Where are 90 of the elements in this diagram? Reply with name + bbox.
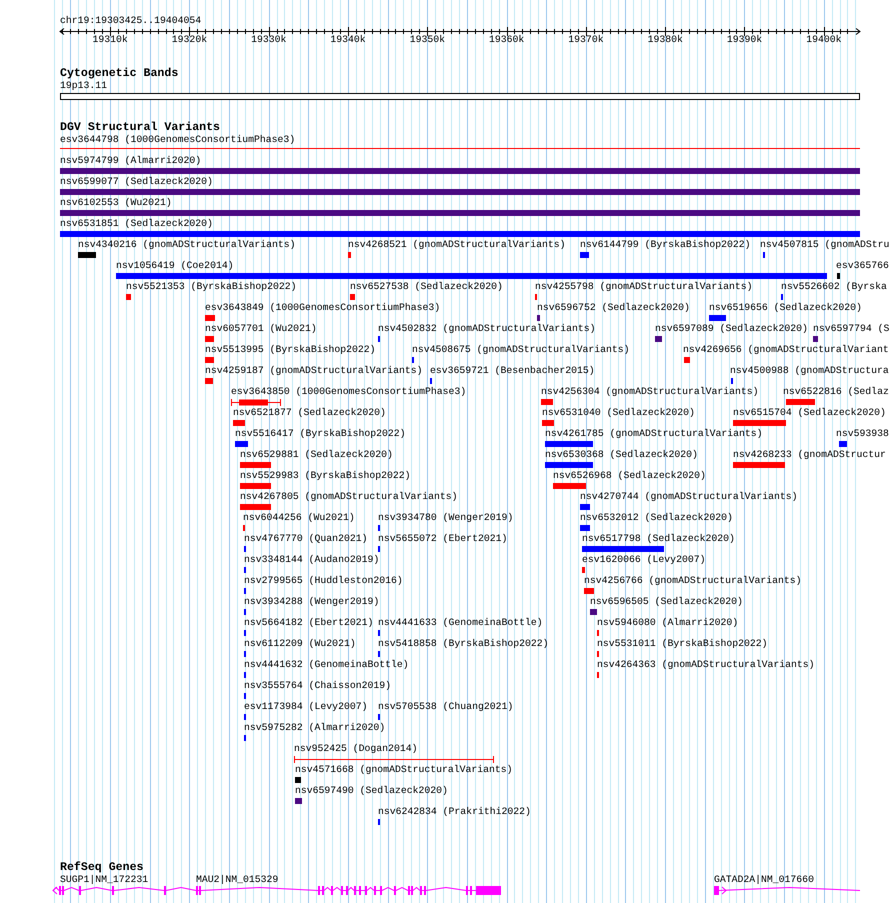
variant-label: nsv4502832 (gnomADStructuralVariants) [378,323,596,335]
tick-label: 19360k [489,34,524,46]
variant-label: esv3643849 (1000GenomesConsortiumPhase3) [205,302,440,314]
variant-label: nsv5516417 (ByrskaBishop2022) [235,428,406,440]
variant-label: nsv4256304 (gnomADStructuralVariants) [541,386,759,398]
variant-label: nsv6529881 (Sedlazeck2020) [240,449,393,461]
variant-label: nsv5974799 (Almarri2020) [60,155,202,167]
variant-label: nsv6531851 (Sedlazeck2020) [60,218,213,230]
tick-label: 19400k [806,34,842,46]
variant-label: nsv5418858 (ByrskaBishop2022) [378,638,548,650]
variant-label: nsv6531040 (Sedlazeck2020) [542,407,695,419]
variant-label: nsv5975282 (Almarri2020) [244,722,386,734]
variant-label: nsv4268233 (gnomADStructur [733,449,886,461]
track-title: Cytogenetic Bands [60,68,178,80]
track-title: RefSeq Genes [60,862,144,874]
variant-label: nsv5529983 (ByrskaBishop2022) [240,470,410,482]
tick-label: 19310k [92,34,128,46]
variant-label: nsv6530368 (Sedlazeck2020) [545,449,698,461]
variant-label: esv3644798 (1000GenomesConsortiumPhase3) [60,134,296,146]
variant-label: nsv6112209 (Wu2021) [244,638,356,650]
variant-label: nsv6527538 (Sedlazeck2020) [350,281,503,293]
variant-label: nsv6596752 (Sedlazeck2020) [537,302,690,314]
variant-label: nsv3555764 (Chaisson2019) [244,680,391,692]
tick-label: 19320k [172,34,208,46]
variant-label: nsv6057701 (Wu2021) [205,323,317,335]
variant-label: nsv5521353 (ByrskaBishop2022) [126,281,296,293]
variant-label: nsv6596505 (Sedlazeck2020) [590,596,743,608]
variant-label: esv1620066 (Levy2007) [582,554,706,566]
variant-label: nsv3934780 (Wenger2019) [378,512,514,524]
variant-label: nsv5526602 (Byrska [781,281,887,293]
variant-label: nsv4270744 (gnomADStructuralVariants) [580,491,798,503]
variant-label: nsv1056419 (Coe2014) [116,260,234,272]
tick-label: 19380k [648,34,683,46]
variant-label: nsv952425 (Dogan2014) [294,743,418,755]
variant-label: nsv6102553 (Wu2021) [60,197,172,209]
variant-label: nsv4441632 (GenomeinaBottle) [244,659,409,671]
variant-label: nsv5513995 (ByrskaBishop2022) [205,344,376,356]
variant-label: nsv3348144 (Audano2019) [244,554,380,566]
variant-label: nsv3934288 (Wenger2019) [244,596,380,608]
variant-label: nsv6044256 (Wu2021) [243,512,355,524]
variant-label: nsv4259187 (gnomADStructuralVariants) [205,365,423,377]
variant-label: nsv4267805 (gnomADStructuralVariants) [240,491,458,503]
tick-label: 19390k [726,34,762,46]
variant-label: esv3643850 (1000GenomesConsortiumPhase3) [231,386,466,398]
variant-label: nsv6597794 (S [813,323,890,335]
position-label: chr19:19303425..19404054 [60,15,202,27]
tick-label: 19370k [568,34,604,46]
variant-label: esv365766 [836,260,889,272]
variant-label: nsv4269656 (gnomADStructuralVariant [683,344,889,356]
variant-label: nsv6599077 (Sedlazeck2020) [60,176,213,188]
variant-label: nsv4508675 (gnomADStructuralVariants) [412,344,630,356]
variant-label: nsv5531011 (ByrskaBishop2022) [597,638,768,650]
variant-label: nsv6515704 (Sedlazeck2020) [733,407,886,419]
variant-label: esv3659721 (Besenbacher2015) [430,365,595,377]
gene-label: SUGP1|NM_172231 [60,874,148,886]
variant-label: nsv5664182 (Ebert2021) [244,617,374,629]
gene-label: MAU2|NM_015329 [196,874,278,886]
variant-label: nsv4264363 (gnomADStructuralVariants) [597,659,815,671]
variant-label: nsv5655072 (Ebert2021) [378,533,508,545]
variant-label: esv1173984 (Levy2007) [244,701,368,713]
variant-label: nsv6597089 (Sedlazeck2020) [655,323,808,335]
variant-label: nsv4256766 (gnomADStructuralVariants) [584,575,802,587]
variant-label: nsv6597490 (Sedlazeck2020) [295,785,448,797]
variant-label: nsv6532012 (Sedlazeck2020) [580,512,733,524]
variant-label: nsv4340216 (gnomADStructuralVariants) [78,239,296,251]
tick-label: 19340k [330,34,366,46]
variant-label: nsv593938 [836,428,889,440]
variant-label: nsv2799565 (Huddleston2016) [244,575,403,587]
variant-label: nsv6519656 (Sedlazeck2020) [709,302,862,314]
variant-label: nsv5705538 (Chuang2021) [378,701,514,713]
gene-label: GATAD2A|NM_017660 [714,874,814,886]
variant-label: nsv5946080 (Almarri2020) [597,617,738,629]
variant-label: nsv4571668 (gnomADStructuralVariants) [295,764,513,776]
track-title: DGV Structural Variants [60,122,220,134]
variant-label: nsv6242834 (Prakrithi2022) [378,806,531,818]
variant-label: nsv4441633 (GenomeinaBottle) [378,617,543,629]
variant-label: nsv4261785 (gnomADStructuralVariants) [545,428,763,440]
variant-label: nsv4500988 (gnomADStructura [730,365,889,377]
band-label: 19p13.11 [60,80,108,92]
variant-label: nsv6522816 (Sedlaz [783,386,889,398]
variant-label: nsv4255798 (gnomADStructuralVariants) [535,281,753,293]
variant-label: nsv6526968 (Sedlazeck2020) [553,470,706,482]
variant-label: nsv4507815 (gnomADStru [760,239,890,251]
tick-label: 19350k [410,34,445,46]
variant-label: nsv4268521 (gnomADStructuralVariants) [348,239,566,251]
variant-label: nsv6521877 (Sedlazeck2020) [233,407,386,419]
variant-label: nsv4767770 (Quan2021) [244,533,368,545]
variant-label: nsv6144799 (ByrskaBishop2022) [580,239,750,251]
variant-label: nsv6517798 (Sedlazeck2020) [582,533,735,545]
tick-label: 19330k [251,34,286,46]
